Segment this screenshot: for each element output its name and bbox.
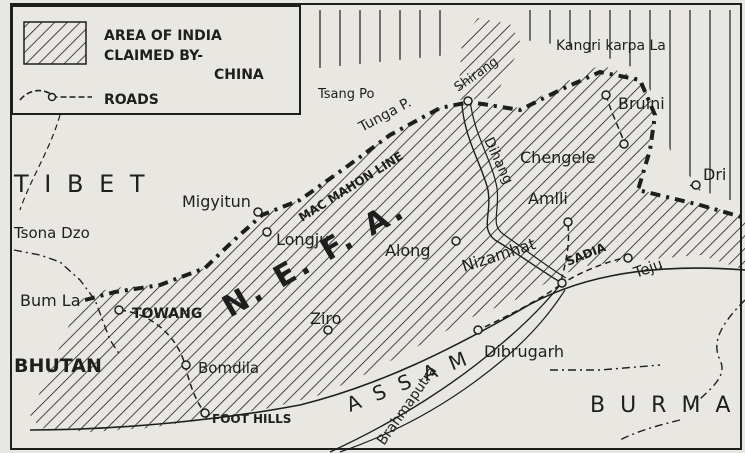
- legend-claimed-line1: AREA OF INDIA: [104, 28, 222, 44]
- burma-boundary: [550, 299, 745, 441]
- label-chengele: Chengele: [520, 148, 596, 167]
- dihang-river: [461, 104, 561, 283]
- legend-claimed-line2: CLAIMED BY-: [104, 48, 203, 64]
- label-dibrugarh: Dibrugarh: [484, 342, 564, 361]
- brahmaputra-river: [329, 284, 561, 453]
- shirang-salient: [458, 18, 522, 100]
- label-amlli: Amlli: [528, 189, 568, 208]
- plains-boundary: [29, 267, 745, 431]
- legend-claimed-line3: CHINA: [214, 67, 264, 83]
- label-burma: B U R M A: [590, 393, 735, 418]
- claimed-area: [30, 65, 745, 432]
- western-road: [19, 114, 61, 211]
- label-bum-la: Bum La: [20, 291, 81, 310]
- brahmaputra-river-bank: [339, 289, 566, 453]
- legend-hatch-swatch: [23, 21, 87, 65]
- label-migyitun: Migyitun: [182, 192, 251, 211]
- legend-road-node: [47, 92, 57, 102]
- label-tibet: T I B E T: [13, 170, 149, 198]
- label-tsangpo: Tsang Po: [317, 87, 375, 102]
- label-bhutan: BHUTAN: [14, 355, 102, 377]
- legend-roads: ROADS: [104, 92, 159, 108]
- bhutan-boundary: [13, 249, 121, 356]
- mcmahon-line: [84, 69, 745, 302]
- label-bruini: Bruini: [618, 94, 665, 113]
- label-along: Along: [385, 241, 430, 260]
- label-ziro: Ziro: [310, 309, 341, 328]
- label-foot-hills: FOOT HILLS: [212, 412, 291, 426]
- label-longju: Longju: [276, 230, 329, 249]
- label-bomdila: Bomdila: [198, 359, 259, 377]
- label-kangri-karpa-la: Kangri karpa La: [556, 38, 666, 54]
- dihang-river-bank: [469, 99, 567, 279]
- label-tsona-dzo: Tsona Dzo: [13, 224, 90, 242]
- label-dri: Dri: [703, 165, 726, 184]
- label-towang: TOWANG: [132, 306, 202, 322]
- town-markers: [114, 90, 701, 418]
